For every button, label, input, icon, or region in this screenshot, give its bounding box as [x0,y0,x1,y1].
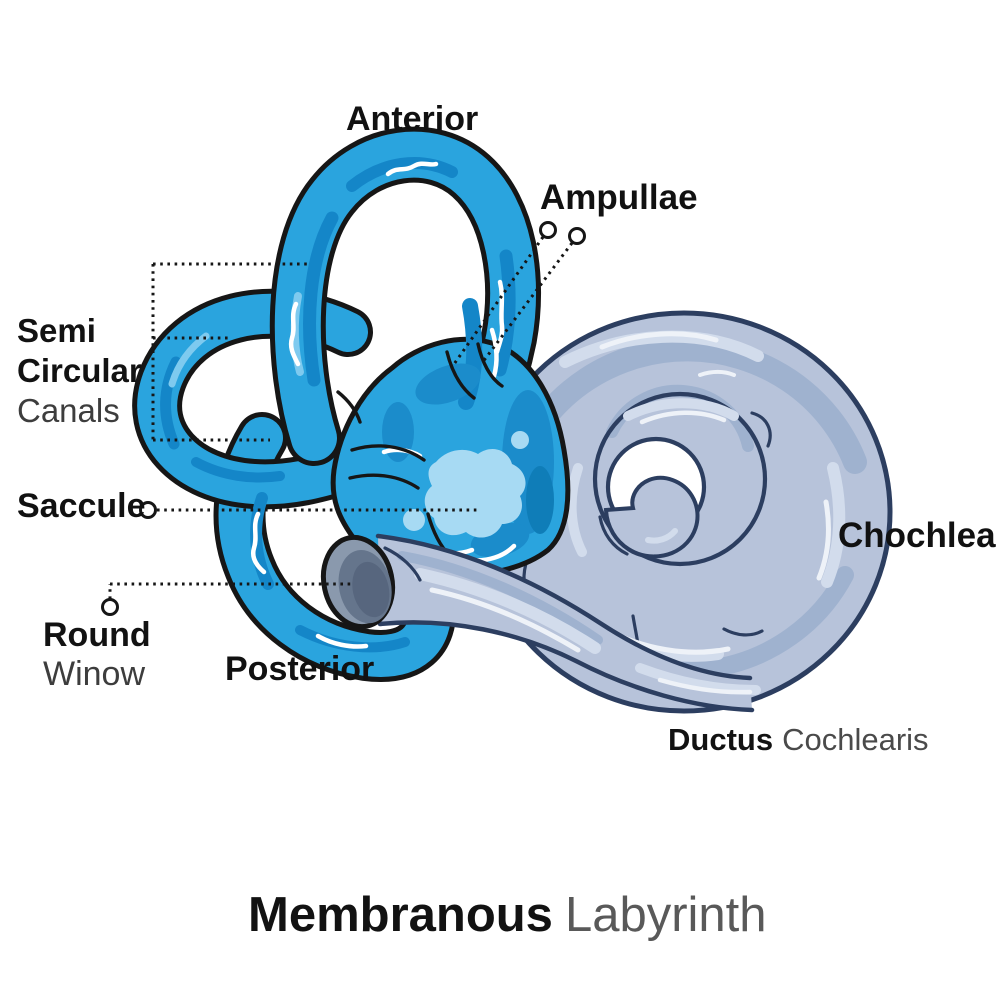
title-regular: Labyrinth [564,888,767,942]
label-semi-circular-canals: Semi Circular Canals [17,311,142,431]
label-ductus-regular: Cochlearis [782,722,929,757]
label-saccule: Saccule [17,487,146,525]
vestibule-marbling [382,363,554,558]
ductus-cochlearis-tube [320,533,761,713]
label-scc-line2: Circular [17,352,142,389]
label-ductus-bold: Ductus [668,722,774,757]
leader-dots [101,221,586,616]
leader-dot-ampulla-1 [539,221,557,239]
junction-creases [336,342,504,558]
leader-dot-round-window [101,598,119,616]
ductus-tube-detail [375,533,761,713]
leader-ampulla-2 [480,242,574,364]
label-round-line2: Winow [43,655,146,693]
cochlea-spiral-groove [592,391,768,567]
round-window-opening [320,534,396,630]
label-scc-line1: Semi [17,312,96,349]
label-round-line1: Round [43,616,151,654]
leader-lines [108,236,574,599]
label-chochlea: Chochlea [838,516,996,555]
label-anterior: Anterior [346,100,479,138]
title-bold: Membranous [248,888,553,942]
label-round-window: Round Winow [43,616,151,694]
vestibule-pale-patch [424,449,526,538]
label-scc-line3: Canals [17,392,120,429]
leader-dot-saccule [139,501,157,519]
label-ampullae: Ampullae [540,178,698,217]
leader-ampulla-1 [450,236,545,368]
leader-round-window [108,582,352,599]
label-posterior: Posterior [225,650,375,688]
leader-dot-ampulla-2 [568,227,586,245]
